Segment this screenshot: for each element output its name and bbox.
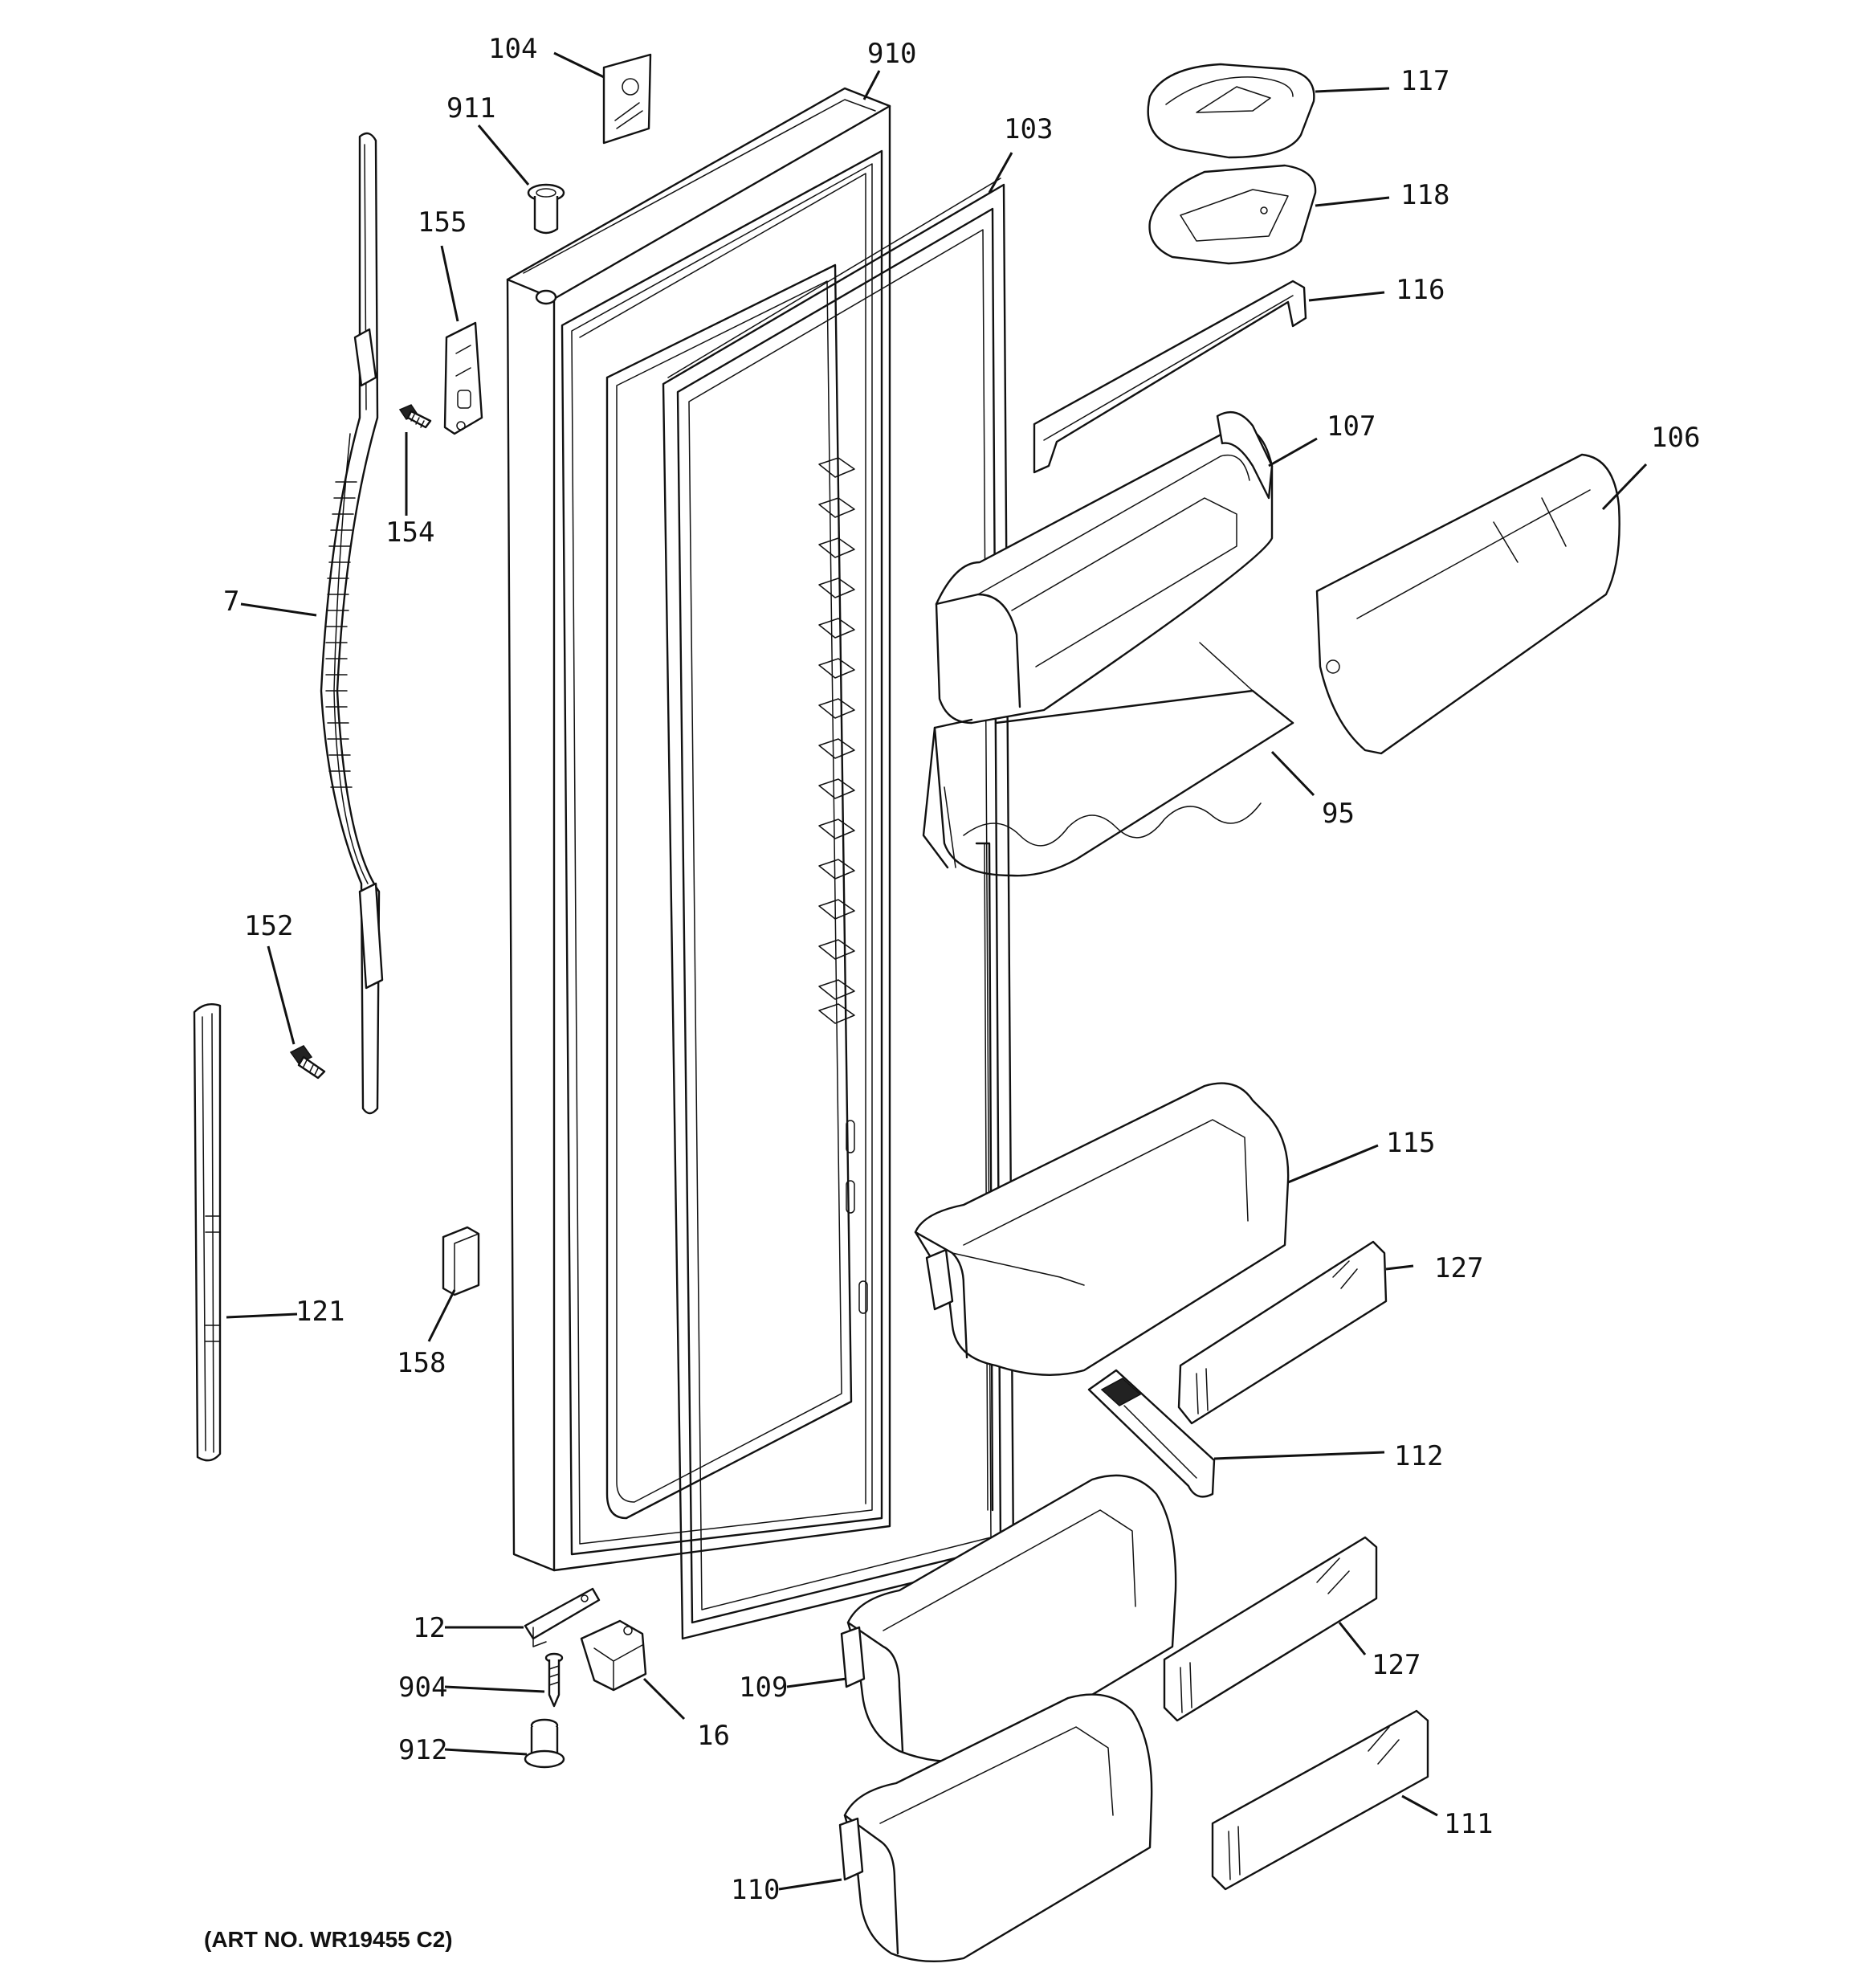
hinge-block-part-16: [580, 1619, 647, 1692]
shelf-rail-bumps: [818, 457, 868, 1314]
retainer-bar-part-116: [1033, 280, 1307, 474]
door-handle-part-7: [320, 132, 384, 1115]
callout-16: 16: [697, 1720, 730, 1752]
front-panel-part-111: [1211, 1709, 1429, 1891]
bin-part-115: [914, 1082, 1290, 1376]
callout-116: 116: [1396, 274, 1445, 306]
callout-127-upper: 127: [1434, 1252, 1483, 1284]
trim-strip-part-121: [193, 1003, 222, 1462]
clip-part-158: [442, 1226, 480, 1296]
callout-111: 111: [1444, 1808, 1493, 1840]
callout-109: 109: [739, 1672, 788, 1704]
callout-154: 154: [385, 516, 434, 549]
hinge-bracket-part-155: [443, 321, 483, 435]
hinge-cap-part-911: [527, 183, 565, 235]
door-shell-part-910: [506, 87, 891, 1572]
callout-115: 115: [1386, 1127, 1435, 1159]
callout-103: 103: [1004, 113, 1053, 145]
pin-part-912: [524, 1718, 565, 1769]
callout-904: 904: [398, 1672, 447, 1704]
screw-part-904: [544, 1652, 564, 1708]
leader-lines: [226, 51, 1648, 1891]
callout-labels: 104 910 911 103 117 118 155 116 154 107 …: [223, 33, 1700, 1906]
badge-part-104: [602, 53, 652, 145]
bin-part-109: [840, 1474, 1177, 1763]
dairy-bin-part-118: [1148, 164, 1317, 265]
callout-155: 155: [418, 206, 467, 239]
callout-127-lower: 127: [1372, 1649, 1421, 1681]
callout-911: 911: [446, 92, 495, 125]
front-panel-part-127-lower: [1163, 1536, 1378, 1722]
hinge-part-12: [524, 1587, 601, 1647]
callout-117: 117: [1400, 65, 1449, 97]
callout-7: 7: [223, 586, 239, 618]
callout-121: 121: [296, 1296, 344, 1328]
callout-104: 104: [488, 33, 537, 65]
callout-106: 106: [1651, 422, 1700, 454]
callout-912: 912: [398, 1734, 447, 1766]
wire-rack-part-95: [922, 642, 1294, 877]
handle-grip-ribs: [325, 481, 357, 788]
bin-part-107: [935, 410, 1274, 725]
callout-107: 107: [1327, 410, 1376, 443]
bin-part-110: [838, 1693, 1153, 1963]
screw-part-154: [398, 404, 432, 429]
art-number: (ART NO. WR19455 C2): [204, 1927, 453, 1952]
callout-158: 158: [397, 1347, 446, 1379]
screw-part-152: [289, 1045, 326, 1080]
front-panel-part-127-upper: [1177, 1240, 1388, 1425]
cover-part-106: [1315, 453, 1620, 755]
callout-12: 12: [413, 1612, 446, 1644]
callout-110: 110: [731, 1874, 780, 1906]
callout-118: 118: [1400, 179, 1449, 211]
callout-152: 152: [244, 910, 293, 942]
callout-910: 910: [867, 38, 916, 70]
callout-112: 112: [1394, 1440, 1443, 1472]
callout-95: 95: [1322, 798, 1355, 830]
dairy-cover-part-117: [1147, 63, 1315, 159]
divider-part-112: [1087, 1369, 1216, 1498]
